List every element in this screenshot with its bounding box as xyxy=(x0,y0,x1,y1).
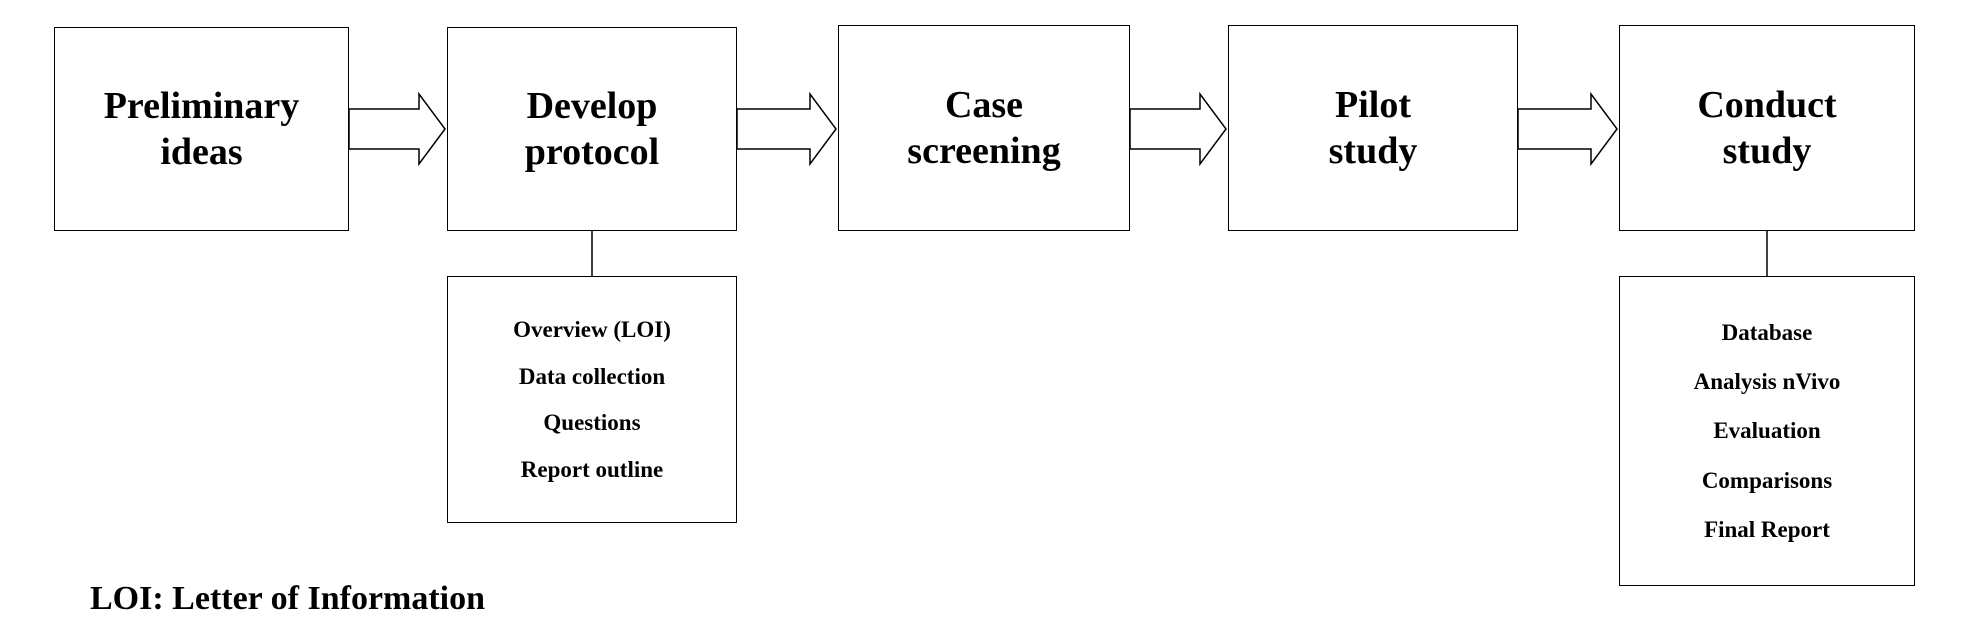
arrow-3 xyxy=(1129,91,1227,167)
list-item: Comparisons xyxy=(1701,467,1833,493)
arrow-1 xyxy=(348,91,446,167)
footnote: LOI: Letter of Information xyxy=(90,580,486,617)
box-label-line: Develop xyxy=(526,85,658,127)
arrow-2 xyxy=(736,91,837,167)
case-screening-box: Case screening xyxy=(838,25,1130,231)
protocol-details-box: Overview (LOI) Data collection Questions… xyxy=(447,276,737,523)
conduct-study-box: Conduct study xyxy=(1619,25,1915,231)
box-label-line: Pilot xyxy=(1335,84,1411,126)
list-item: Data collection xyxy=(518,363,666,389)
box-label-line: protocol xyxy=(524,131,660,173)
list-item: Overview (LOI) xyxy=(513,317,671,343)
box-label-line: Preliminary xyxy=(103,85,300,127)
list-item: Report outline xyxy=(520,456,664,482)
box-label-line: study xyxy=(1328,130,1418,172)
list-item: Analysis nVivo xyxy=(1693,369,1841,395)
box-label-line: Conduct xyxy=(1697,84,1837,126)
preliminary-ideas-box: Preliminary ideas xyxy=(54,27,349,231)
study-details-box: Database Analysis nVivo Evaluation Compa… xyxy=(1619,276,1915,586)
box-label-line: study xyxy=(1722,130,1812,172)
box-label-line: Case xyxy=(944,84,1024,126)
list-item: Final Report xyxy=(1704,516,1830,542)
arrow-4 xyxy=(1517,91,1618,167)
box-label-line: ideas xyxy=(160,131,243,173)
develop-protocol-box: Develop protocol xyxy=(447,27,737,231)
box-label-line: screening xyxy=(907,130,1061,172)
list-item: Database xyxy=(1721,320,1813,346)
list-item: Evaluation xyxy=(1713,418,1821,444)
pilot-study-box: Pilot study xyxy=(1228,25,1518,231)
list-item: Questions xyxy=(543,410,641,436)
